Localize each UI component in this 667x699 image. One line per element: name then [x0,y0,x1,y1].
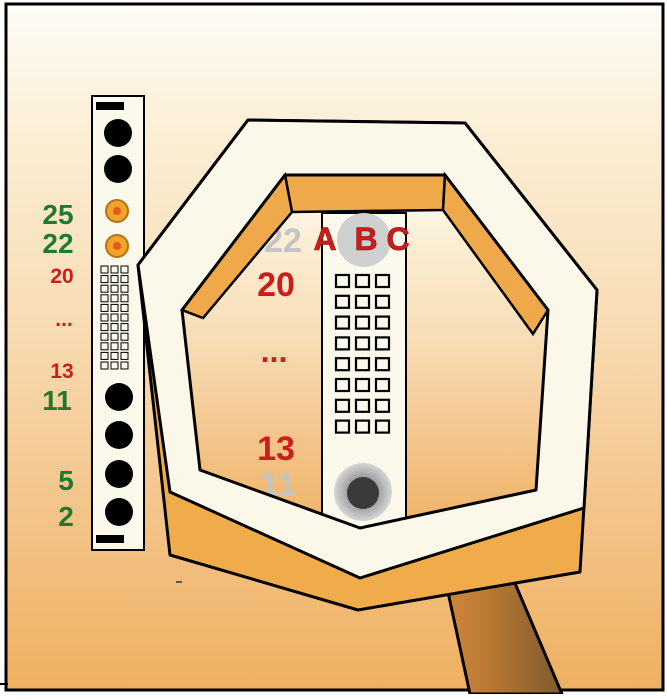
pin-socket [111,352,118,359]
pin-socket [101,285,108,292]
pin-socket [376,296,389,308]
terminal-strip [92,96,144,550]
pin-socket [101,314,108,321]
pin-socket [121,266,128,273]
strip-bottom-tab [96,535,124,543]
strip-label-2: 2 [58,501,74,532]
pin-socket [356,400,369,412]
pin-socket [356,379,369,391]
strip-pin-grid [101,266,128,369]
pin-socket [356,358,369,370]
pin-socket [121,343,128,350]
pin-socket [336,379,349,391]
pin-socket [101,304,108,311]
pin-socket [336,421,349,433]
pin-socket [101,324,108,331]
pin-socket [111,314,118,321]
strip-label-11: 11 [42,385,72,416]
column-label-a: A [313,221,336,257]
connector-contact-icon [105,460,133,488]
pin-socket [101,362,108,369]
pin-socket [336,400,349,412]
pin-socket [356,337,369,349]
lens-inner-bevel-top [285,175,445,212]
connector-contact-icon [105,421,133,449]
pin-socket [121,304,128,311]
pin-socket [111,276,118,283]
pin-socket [111,266,118,273]
pin-socket [121,362,128,369]
pin-socket [121,324,128,331]
pin-socket [356,421,369,433]
pin-socket [376,337,389,349]
strip-label-22: 22 [42,228,73,259]
pin-socket [101,276,108,283]
pin-socket [111,324,118,331]
connector-contact-icon [105,383,133,411]
connector-contact-icon [104,155,132,183]
strip-label-5: 5 [58,465,74,496]
magnified-ellipsis: ... [261,333,288,369]
pin-socket [376,358,389,370]
pin-socket [336,275,349,287]
strip-label-20: 20 [50,265,73,288]
pin-socket [101,266,108,273]
magnified-row-13: 13 [257,430,295,468]
pin-socket [376,379,389,391]
pin-socket [111,285,118,292]
magnified-contact-bottom-hole [347,477,379,509]
pin-socket [111,304,118,311]
pin-socket [376,275,389,287]
connector-contact-icon [104,119,132,147]
pin-socket [121,352,128,359]
pin-socket [121,314,128,321]
strip-label-13: 13 [50,360,73,383]
pin-socket [356,296,369,308]
pin-socket [376,421,389,433]
pin-socket [121,285,128,292]
pin-socket [336,358,349,370]
strip-label-ellipsis: ... [55,308,73,331]
pin-socket [356,275,369,287]
pin-socket [111,333,118,340]
magnified-row-20: 20 [257,266,295,304]
pin-socket [336,337,349,349]
pin-socket [121,295,128,302]
pin-socket [111,343,118,350]
strip-top-tab [96,102,124,110]
pin-socket [336,296,349,308]
pin-socket [121,276,128,283]
pin-socket [101,333,108,340]
pin-socket [101,343,108,350]
column-label-c: C [386,221,409,257]
pin-socket [336,317,349,329]
pin-socket [376,400,389,412]
pin-socket [356,317,369,329]
led-icon [106,200,128,222]
pin-socket [121,333,128,340]
connector-contact-icon [105,498,133,526]
strip-label-25: 25 [42,199,73,230]
led-icon [106,235,128,257]
pin-socket [111,362,118,369]
pin-socket [101,295,108,302]
pin-socket [376,317,389,329]
column-label-b: B [354,221,377,257]
pin-socket [111,295,118,302]
pin-socket [101,352,108,359]
